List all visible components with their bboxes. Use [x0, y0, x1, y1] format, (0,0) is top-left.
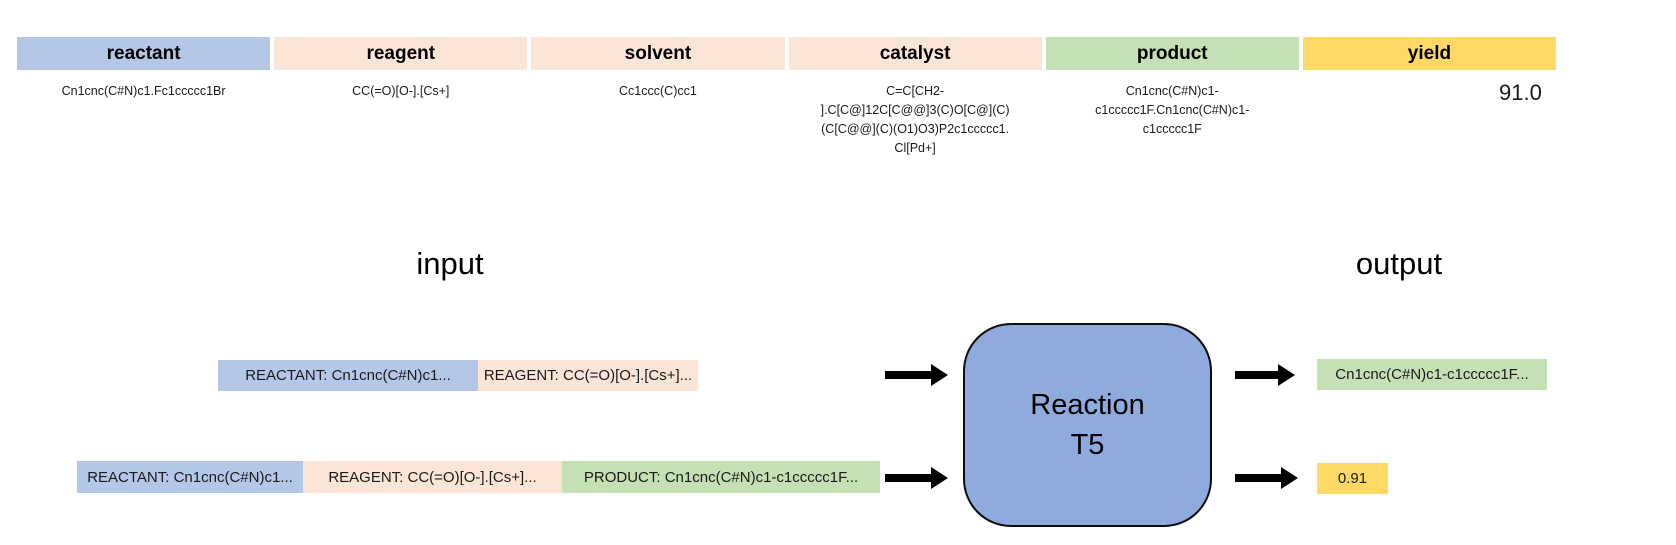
table-column-reagent: reagent CC(=O)[O-].[Cs+] — [274, 37, 528, 158]
column-header-catalyst: catalyst — [788, 37, 1042, 70]
cell-value-catalyst: C=C[CH2- ].C[C@]12C[C@@]3(C)O[C@](C) (C[… — [820, 84, 1010, 155]
input-token-reagent-row2: REAGENT: CC(=O)[O-].[Cs+]... — [303, 461, 562, 493]
cell-value-solvent: Cc1ccc(C)cc1 — [619, 84, 697, 98]
column-header-solvent: solvent — [531, 37, 785, 70]
input-section-label: input — [416, 246, 484, 281]
cell-value-reactant: Cn1cnc(C#N)c1.Fc1ccccc1Br — [61, 84, 226, 98]
right-arrow-icon-input-row1 — [885, 364, 948, 386]
cell-value-yield: 91.0 — [1499, 80, 1542, 105]
column-header-product: product — [1045, 37, 1299, 70]
table-column-solvent: solvent Cc1ccc(C)cc1 — [531, 37, 785, 158]
cell-value-product: Cn1cnc(C#N)c1- c1ccccc1F.Cn1cnc(C#N)c1- … — [1095, 84, 1250, 136]
right-arrow-icon-input-row2 — [885, 467, 948, 489]
reaction-t5-model-box: Reaction T5 — [963, 323, 1212, 527]
column-header-reactant: reactant — [17, 37, 271, 70]
table-column-yield: yield 91.0 — [1302, 37, 1557, 158]
cell-value-reagent: CC(=O)[O-].[Cs+] — [352, 84, 450, 98]
input-token-reactant-row1: REACTANT: Cn1cnc(C#N)c1... — [218, 360, 478, 391]
input-token-product-row2: PRODUCT: Cn1cnc(C#N)c1-c1ccccc1F... — [562, 461, 880, 493]
input-token-reagent-row1: REAGENT: CC(=O)[O-].[Cs+]... — [478, 360, 698, 391]
table-column-reactant: reactant Cn1cnc(C#N)c1.Fc1ccccc1Br — [17, 37, 271, 158]
right-arrow-icon-output-row2 — [1235, 467, 1298, 489]
model-name-line1: Reaction — [1030, 388, 1145, 421]
output-section-label: output — [1355, 246, 1443, 281]
input-token-reactant-row2: REACTANT: Cn1cnc(C#N)c1... — [77, 461, 303, 493]
right-arrow-icon-output-row1 — [1235, 364, 1295, 386]
output-token-yield: 0.91 — [1317, 463, 1388, 494]
model-name-line2: T5 — [1070, 429, 1105, 461]
column-header-yield: yield — [1302, 37, 1557, 70]
table-column-product: product Cn1cnc(C#N)c1- c1ccccc1F.Cn1cnc(… — [1045, 37, 1299, 158]
table-column-catalyst: catalyst C=C[CH2- ].C[C@]12C[C@@]3(C)O[C… — [788, 37, 1042, 158]
output-token-product: Cn1cnc(C#N)c1-c1ccccc1F... — [1317, 359, 1547, 390]
column-header-reagent: reagent — [274, 37, 528, 70]
reaction-table: reactant Cn1cnc(C#N)c1.Fc1ccccc1Br reage… — [17, 37, 1557, 158]
